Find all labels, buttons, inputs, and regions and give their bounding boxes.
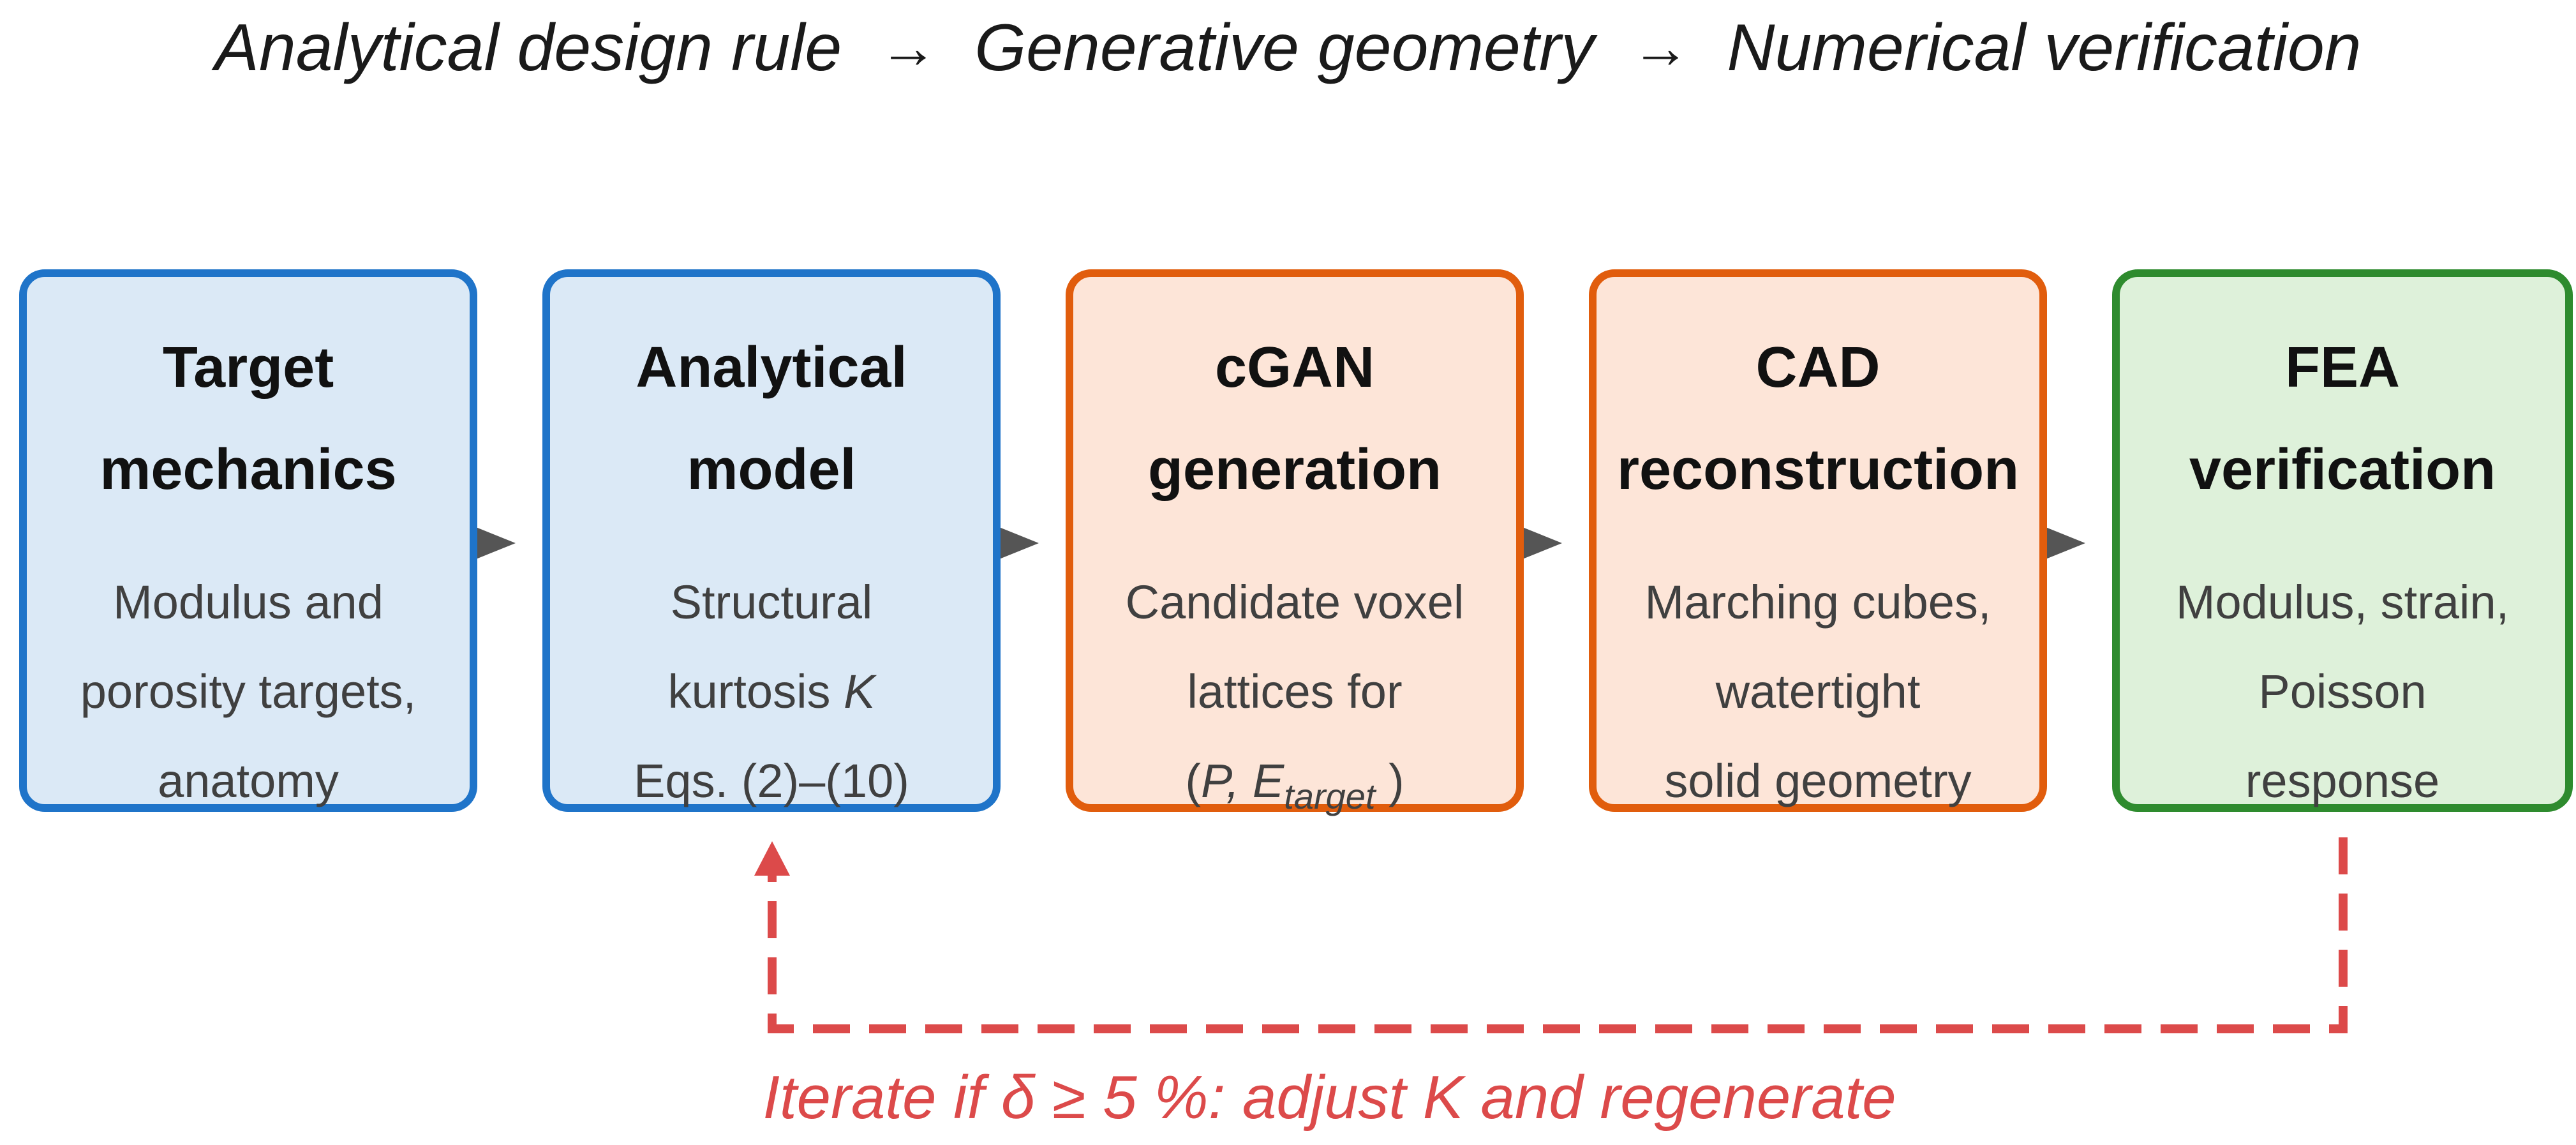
description-line: (P, Etarget ) <box>1073 737 1516 826</box>
description-line: Eqs. (2)–(10) <box>634 754 909 807</box>
title-part-3: Numerical verification <box>1727 10 2362 85</box>
description-line: Candidate voxel <box>1125 576 1464 629</box>
step-heading: Analytical model <box>550 317 993 521</box>
heading-line: FEA <box>2285 336 2400 400</box>
formula-subscript: target <box>1284 776 1376 816</box>
heading-line: Target <box>162 336 334 400</box>
connector-arrow-2 <box>999 527 1039 559</box>
description-line: Structural <box>670 576 873 629</box>
description-line: Poisson <box>2258 665 2427 718</box>
step-heading: cGAN generation <box>1073 317 1516 521</box>
kurtosis-symbol: K <box>844 665 875 718</box>
step-description: Marching cubes, watertight solid geometr… <box>1597 558 2039 826</box>
step-heading: CAD reconstruction <box>1597 317 2039 521</box>
paren-open: ( <box>1185 754 1201 807</box>
description-line: response <box>2245 754 2440 807</box>
description-line: kurtosis K <box>550 647 993 737</box>
step-cgan-generation: cGAN generation Candidate voxel lattices… <box>1066 269 1524 816</box>
step-analytical-model: Analytical model Structural kurtosis K E… <box>542 269 1001 812</box>
step-target-mechanics: Target mechanics Modulus and porosity ta… <box>19 269 477 812</box>
heading-line: verification <box>2189 438 2496 502</box>
step-heading: FEA verification <box>2120 317 2565 521</box>
description-line: anatomy <box>158 754 339 807</box>
step-fea-verification: FEA verification Modulus, strain, Poisso… <box>2112 269 2573 812</box>
diagram-title: Analytical design rule → Generative geomet… <box>0 0 2576 96</box>
connector-arrow-4 <box>2046 527 2085 559</box>
feedback-arrowhead <box>754 841 790 876</box>
heading-line: generation <box>1147 438 1442 502</box>
title-part-1: Analytical design rule <box>214 10 842 85</box>
heading-line: model <box>687 438 856 502</box>
heading-line: reconstruction <box>1616 438 2020 502</box>
title-arrow-1: → <box>879 15 938 80</box>
step-description: Structural kurtosis K Eqs. (2)–(10) <box>550 558 993 826</box>
step-cad-reconstruction: CAD reconstruction Marching cubes, water… <box>1589 269 2047 812</box>
step-description: Modulus, strain, Poisson response <box>2120 558 2565 826</box>
feedback-loop-line <box>768 837 2348 1033</box>
step-heading: Target mechanics <box>27 317 470 521</box>
description-text: kurtosis <box>667 665 844 718</box>
heading-line: cGAN <box>1214 336 1375 400</box>
heading-line: Analytical <box>636 336 907 400</box>
description-line: solid geometry <box>1664 754 1972 807</box>
description-line: Modulus and <box>113 576 383 629</box>
description-line: lattices for <box>1187 665 1403 718</box>
connector-arrow-1 <box>476 527 516 559</box>
step-description: Modulus and porosity targets, anatomy <box>27 558 470 826</box>
feedback-loop-label: Iterate if δ ≥ 5 %: adjust K and regener… <box>763 1063 1896 1132</box>
description-line: Marching cubes, <box>1644 576 1992 629</box>
description-line: watertight <box>1715 665 1921 718</box>
formula-vars: P, E <box>1200 754 1284 807</box>
paren-close: ) <box>1375 754 1404 807</box>
heading-line: CAD <box>1755 336 1880 400</box>
title-arrow-2: → <box>1631 15 1690 80</box>
description-line: Modulus, strain, <box>2175 576 2510 629</box>
step-description: Candidate voxel lattices for (P, Etarget… <box>1073 558 1516 826</box>
connector-arrow-3 <box>1523 527 1562 559</box>
heading-line: mechanics <box>100 438 397 502</box>
title-part-2: Generative geometry <box>974 10 1595 85</box>
description-line: porosity targets, <box>80 665 417 718</box>
